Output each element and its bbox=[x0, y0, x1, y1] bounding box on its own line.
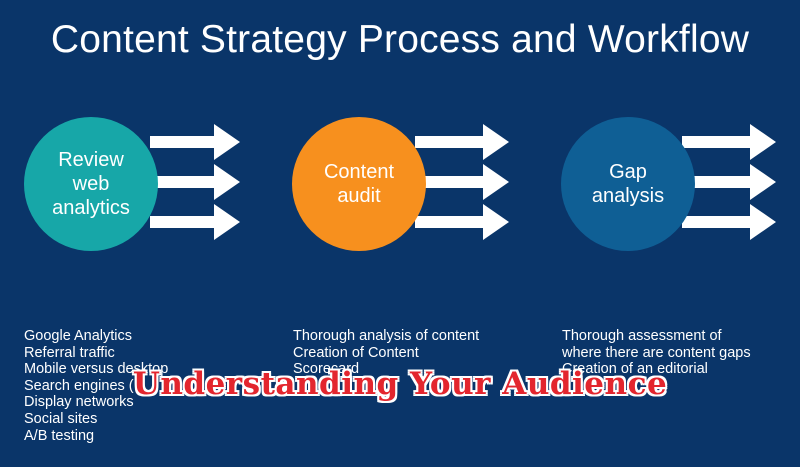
list-item: A/B testing bbox=[24, 427, 95, 444]
stage-circle: Gap analysis bbox=[561, 117, 695, 251]
list-item: Creation of Content bbox=[293, 344, 419, 361]
stage-label: Review web analytics bbox=[52, 149, 130, 219]
list-item: Mobile versus desktop bbox=[24, 361, 169, 378]
list-item: where there are content gaps bbox=[562, 344, 751, 361]
overlay-heading: Understanding Your Audience bbox=[132, 366, 668, 402]
stage-bullet-list: Thorough assessment of where there are c… bbox=[562, 328, 751, 378]
stage-bullet-list: Google Analytics Referral traffic Mobile… bbox=[24, 328, 168, 444]
stage-circle: Content audit bbox=[292, 117, 426, 251]
list-item: Thorough analysis of content bbox=[293, 328, 480, 344]
list-item: Referral traffic bbox=[24, 344, 115, 361]
arrows-icon bbox=[150, 124, 240, 240]
stage-circle: Review web analytics bbox=[24, 117, 158, 251]
list-item: Display networks bbox=[24, 394, 134, 411]
stage-label: Content audit bbox=[323, 161, 395, 207]
list-item: Search engines ( bbox=[24, 377, 134, 394]
list-item: Scorecard bbox=[293, 361, 360, 378]
list-item: Google Analytics bbox=[24, 328, 133, 344]
list-item: Social sites bbox=[24, 410, 98, 427]
list-item: Thorough assessment of bbox=[562, 328, 722, 344]
list-item: Creation of an editorial bbox=[562, 361, 708, 378]
arrows-icon bbox=[415, 124, 509, 240]
stage-label: Gap analysis bbox=[591, 161, 665, 207]
arrows-icon bbox=[682, 124, 776, 240]
diagram-title: Content Strategy Process and Workflow bbox=[50, 18, 750, 61]
stage-bullet-list: Thorough analysis of content Creation of… bbox=[293, 328, 479, 378]
